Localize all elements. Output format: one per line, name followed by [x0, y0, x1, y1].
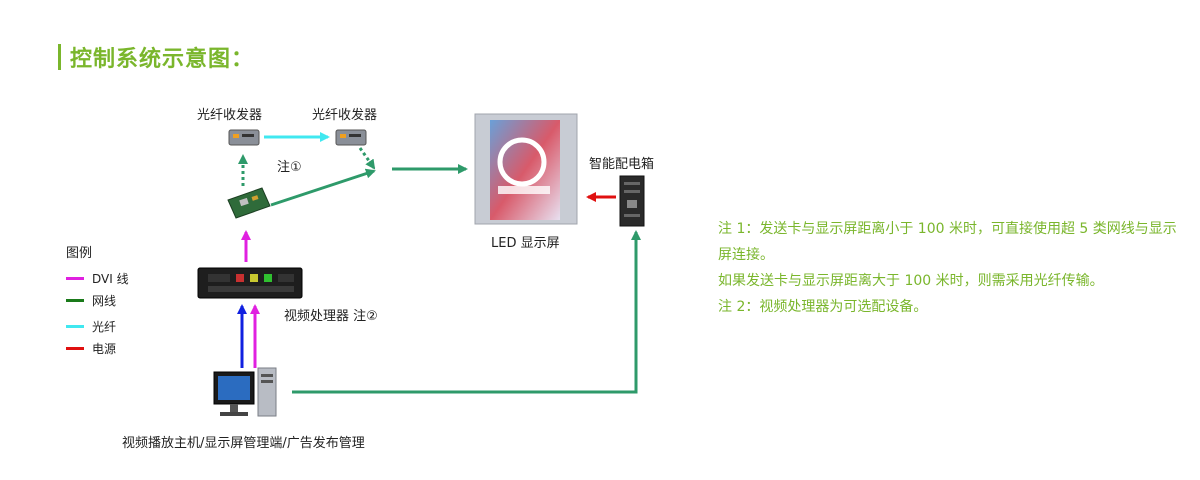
- legend-label-fiber: 光纤: [92, 320, 117, 334]
- power-box-icon: [619, 175, 645, 227]
- network-dotted-down: [358, 147, 376, 170]
- host-computer-label: 视频播放主机/显示屏管理端/广告发布管理: [122, 436, 365, 451]
- legend-swatch-dvi: [66, 277, 84, 280]
- fiber-transceiver-2-icon: [335, 129, 367, 146]
- title-accent-bar: [58, 44, 61, 70]
- led-screen-icon: [474, 113, 578, 225]
- note-line-1: 注 1：发送卡与显示屏距离小于 100 米时，可直接使用超 5 类网线与显示屏连…: [718, 221, 1177, 263]
- page-title-text: 控制系统示意图：: [70, 47, 255, 72]
- fiber-transceiver-1-icon: [228, 129, 260, 146]
- power-box-label: 智能配电箱: [589, 157, 655, 172]
- sending-card-icon: [227, 187, 271, 219]
- video-processor-label: 视频处理器 注②: [284, 309, 378, 324]
- note-1-marker: 注①: [277, 160, 302, 175]
- legend-label-power: 电源: [92, 342, 117, 356]
- legend-label-network: 网线: [92, 294, 117, 308]
- host-computer-icon: [213, 367, 277, 417]
- page-title: 控制系统示意图：: [58, 42, 254, 72]
- fiber-transceiver-2-label: 光纤收发器: [312, 108, 378, 123]
- legend-swatch-fiber: [66, 325, 84, 328]
- note-line-3: 注 2：视频处理器为可选配设备。: [718, 299, 928, 315]
- legend-swatch-power: [66, 347, 84, 350]
- led-screen-label: LED 显示屏: [491, 236, 560, 251]
- note-line-2: 如果发送卡与显示屏距离大于 100 米时，则需采用光纤传输。: [718, 273, 1104, 289]
- legend-label-dvi: DVI 线: [92, 272, 129, 286]
- legend-item-fiber: 光纤: [66, 318, 116, 335]
- legend-item-power: 电源: [66, 340, 116, 357]
- legend-title: 图例: [66, 246, 93, 261]
- fiber-transceiver-1-label: 光纤收发器: [197, 108, 263, 123]
- legend-item-network: 网线: [66, 292, 116, 309]
- network-line-card: [270, 168, 376, 207]
- video-processor-icon: [197, 267, 303, 299]
- legend-swatch-network: [66, 299, 84, 302]
- network-line-host-power: [292, 230, 641, 394]
- legend-item-dvi: DVI 线: [66, 270, 129, 287]
- notes-block: 注 1：发送卡与显示屏距离小于 100 米时，可直接使用超 5 类网线与显示屏连…: [718, 216, 1178, 320]
